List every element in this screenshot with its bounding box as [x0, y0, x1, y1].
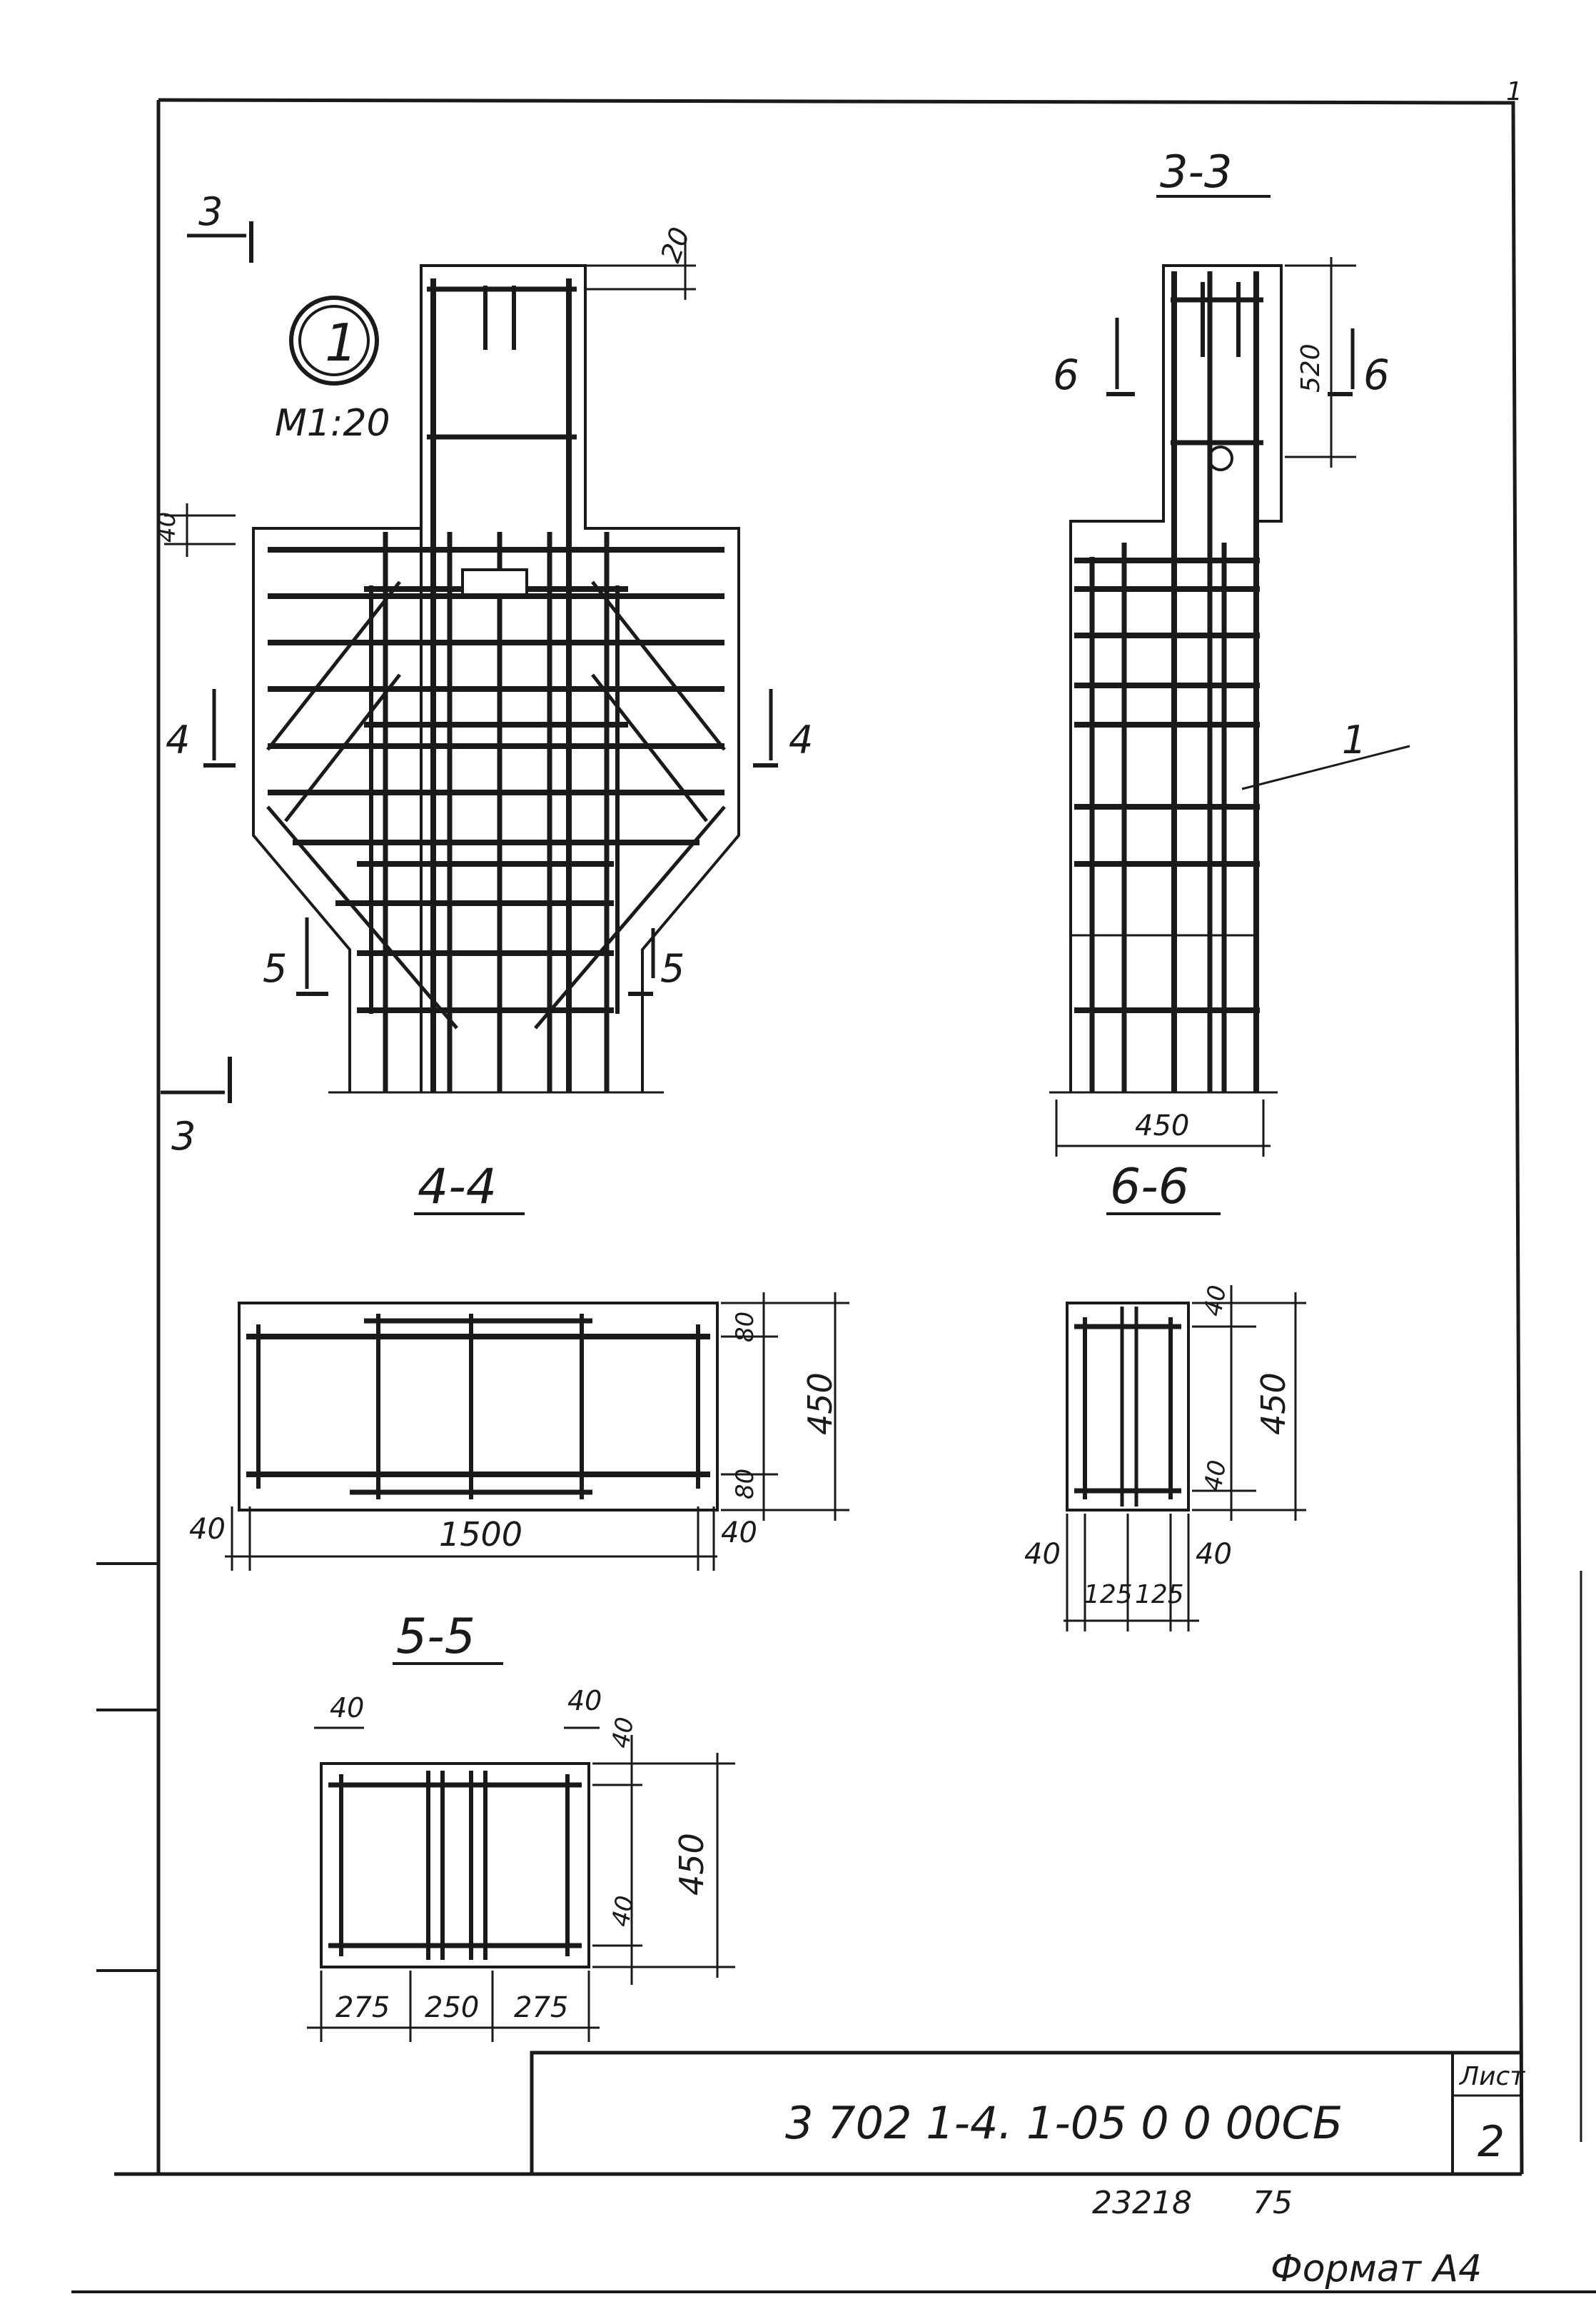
title-6-6: 6-6: [1110, 1159, 1189, 1215]
dim-66-125-a: 125: [1084, 1580, 1133, 1609]
section-marks-3: [161, 221, 253, 1103]
section-4-right-label: 4: [789, 718, 813, 763]
title-5-5: 5-5: [396, 1609, 475, 1665]
section-5-left-label: 5: [263, 946, 287, 991]
dim-55-40-bottom: 40: [606, 1893, 640, 1929]
title-4-4: 4-4: [418, 1159, 497, 1215]
detail-number: 1: [325, 313, 358, 373]
dim-55-40-left: 40: [330, 1692, 364, 1724]
section-4-4-plan: [225, 1292, 849, 1571]
section-5-right-label: 5: [660, 946, 685, 991]
dim-haunch-40: 40: [153, 512, 181, 543]
section-3-3-dimensions: [1055, 257, 1410, 1157]
dim-44-80-top: 80: [731, 1312, 759, 1342]
inventory-number: 23218: [1092, 2185, 1192, 2221]
dim-66-40-right: 40: [1196, 1538, 1232, 1571]
section-5-5-plan: [307, 1726, 735, 2042]
dim-top-520: 520: [1296, 343, 1325, 393]
drawing-designation: 3 702 1-4. 1-05 0 0 00СБ: [785, 2097, 1343, 2149]
dim-66-450: 450: [1254, 1372, 1293, 1435]
detail-1-reinforcement-elevation: [252, 264, 740, 1094]
detail-bubble: [289, 296, 379, 386]
dim-44-80-bottom: 80: [731, 1469, 759, 1499]
dim-66-40-top: 40: [1198, 1283, 1232, 1319]
sheet-number: 2: [1478, 2117, 1505, 2167]
section-marks-4: [203, 689, 778, 768]
dim-55-450: 450: [672, 1833, 711, 1896]
detail-1-dimensions: [164, 236, 696, 557]
dim-top-20: 20: [655, 223, 696, 266]
section-6-6-plan: [1064, 1285, 1306, 1631]
dim-44-450: 450: [801, 1372, 839, 1435]
section-marks-5: [296, 917, 655, 996]
dim-66-125-b: 125: [1135, 1580, 1184, 1609]
dim-55-250: 250: [425, 1991, 479, 2024]
dim-width-450: 450: [1135, 1110, 1189, 1142]
section-6-right-label: 6: [1363, 351, 1390, 399]
dim-55-40-right: 40: [567, 1685, 602, 1716]
dim-44-1500: 1500: [439, 1515, 522, 1554]
dim-55-275-a: 275: [335, 1991, 390, 2024]
callout-position-1: 1: [1342, 718, 1366, 763]
scale-label: M1:20: [275, 402, 390, 445]
sheet-frame: [71, 98, 1596, 2293]
section-6-left-label: 6: [1053, 351, 1079, 399]
dim-55-275-b: 275: [514, 1991, 568, 2024]
dim-44-40-right: 40: [721, 1516, 757, 1549]
dim-66-40-left: 40: [1024, 1538, 1061, 1571]
section-3-top-label: 3: [198, 189, 223, 234]
section-3-3-elevation: [1049, 264, 1283, 1094]
dim-55-40-top: 40: [606, 1715, 640, 1751]
section-3-bottom-label: 3: [171, 1114, 196, 1159]
corner-mark: 1: [1506, 77, 1522, 106]
dim-44-40-left: 40: [189, 1513, 226, 1546]
dim-66-40-bottom: 40: [1198, 1458, 1232, 1494]
format-label: Формат А4: [1271, 2248, 1482, 2290]
sheet-label: Лист: [1458, 2062, 1525, 2091]
inventory-suffix: 75: [1253, 2185, 1293, 2221]
title-block: [530, 2051, 1522, 2174]
title-3-3: 3-3: [1160, 146, 1232, 198]
section-4-left-label: 4: [166, 718, 190, 763]
